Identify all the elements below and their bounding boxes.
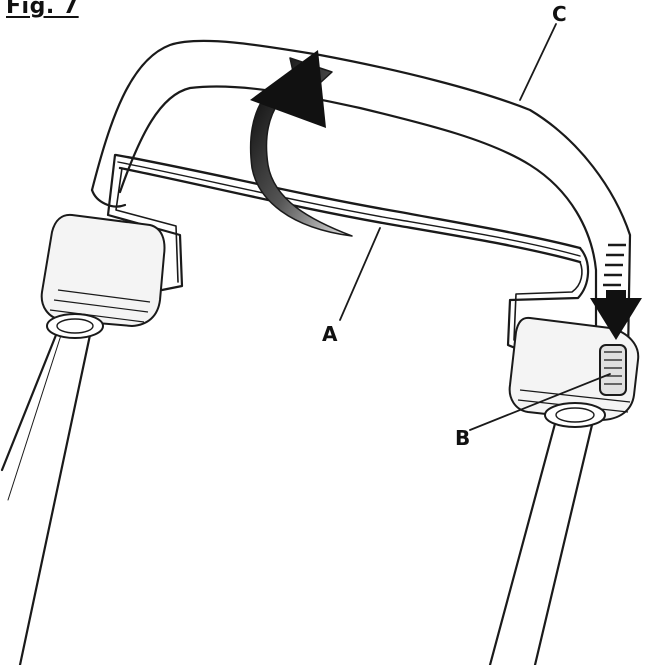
- curved-arrow-icon: [249, 50, 353, 237]
- figure-title: Fig. 7: [6, 0, 79, 19]
- leader-line-c: [519, 23, 557, 101]
- callout-a: A: [322, 322, 338, 346]
- right-control-housing: [508, 316, 640, 428]
- leader-line-a: [339, 227, 381, 321]
- cable-bail-a: [106, 153, 590, 352]
- callout-b: B: [455, 426, 471, 450]
- callout-c: C: [552, 2, 567, 26]
- upper-handle-c: [90, 39, 632, 357]
- left-control-housing: [40, 213, 166, 339]
- leader-line-b: [469, 373, 611, 431]
- down-arrow-icon: [590, 243, 642, 340]
- right-handle-tube: [488, 418, 594, 665]
- left-handle-tube: [0, 328, 92, 665]
- leader-lines: [339, 23, 611, 431]
